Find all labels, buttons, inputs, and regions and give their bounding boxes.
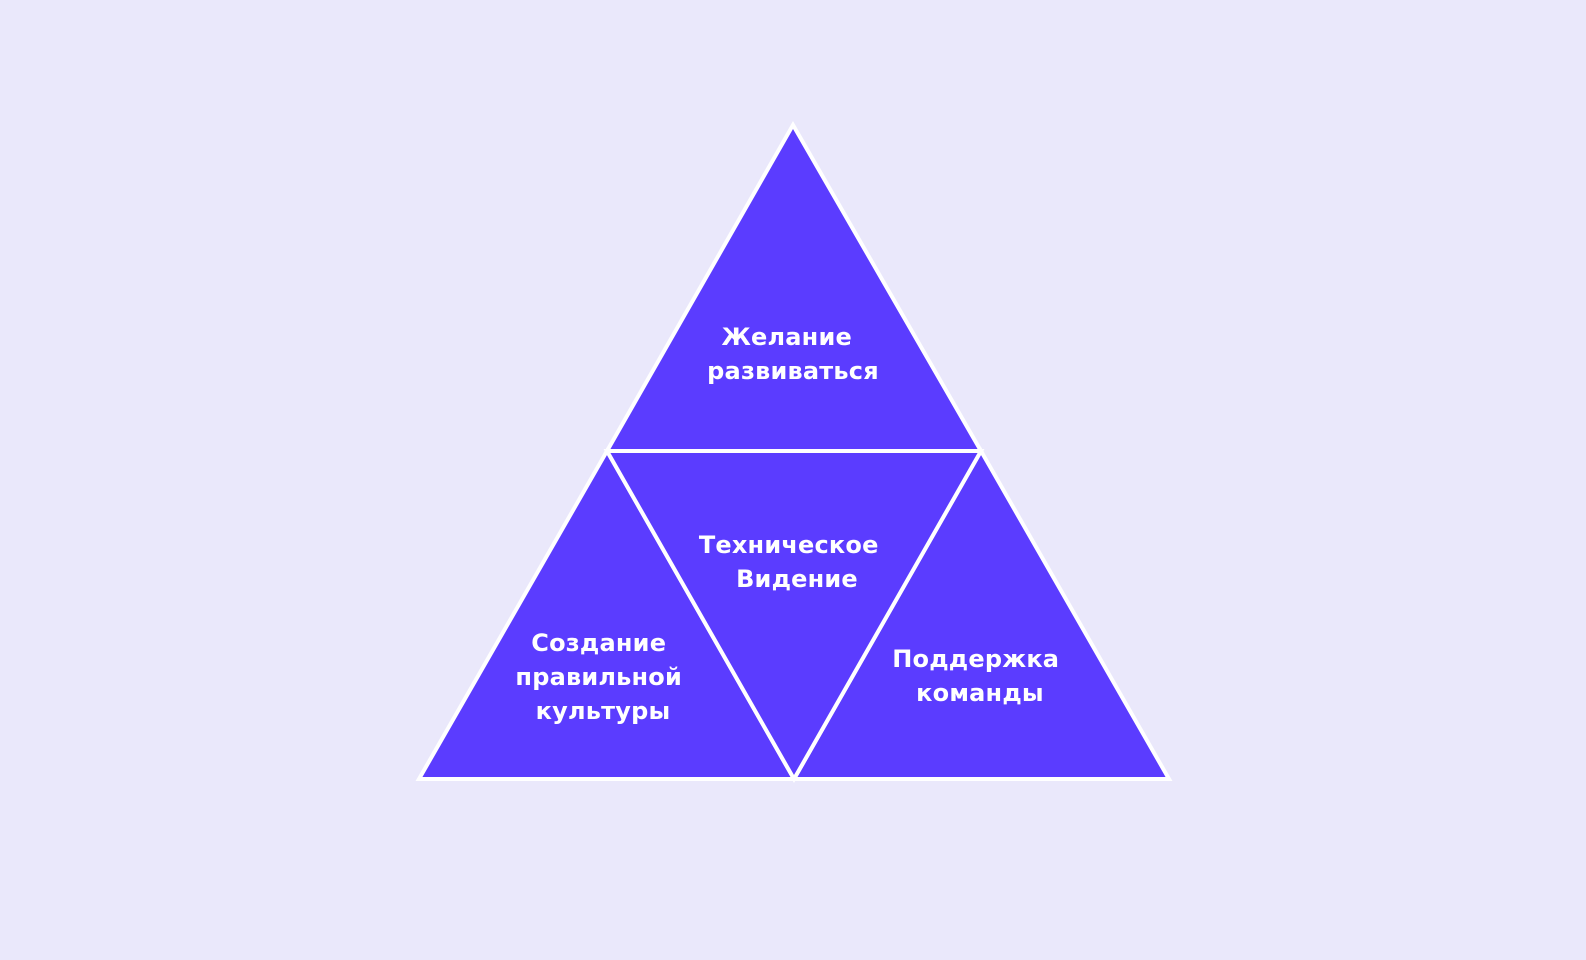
label-right: Поддержка команды	[892, 645, 1068, 707]
label-center-line: Техническое	[699, 531, 879, 559]
label-top: Желание развиваться	[707, 323, 879, 385]
triangle-center	[603, 449, 985, 784]
label-right-line: Поддержка	[892, 645, 1059, 673]
label-left-line: культуры	[536, 697, 671, 725]
triangle-top	[603, 120, 985, 453]
label-left-line: Создание	[531, 629, 666, 657]
label-left-line: правильной	[515, 663, 682, 691]
label-top-line: развиваться	[707, 357, 879, 385]
label-right-line: команды	[916, 679, 1044, 707]
label-center-line: Видение	[736, 565, 858, 593]
label-left: Создание правильной культуры	[515, 629, 690, 725]
label-top-line: Желание	[721, 323, 852, 351]
label-center: Техническое Видение	[699, 531, 887, 593]
